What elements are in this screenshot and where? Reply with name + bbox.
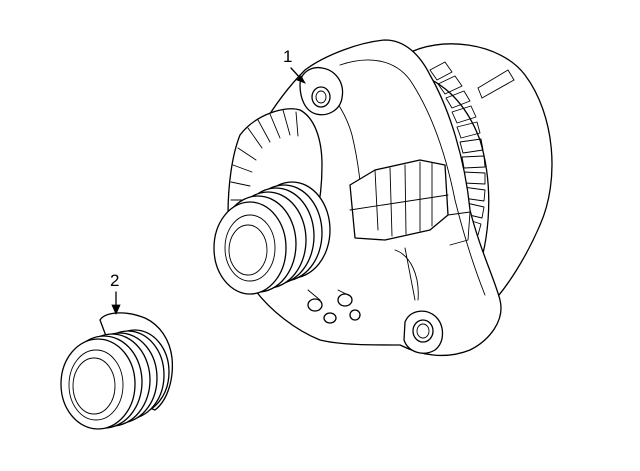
pulley-part-2 (60, 312, 174, 430)
terminal-studs (307, 289, 361, 324)
wire-bracket (394, 247, 419, 301)
alternator-pulley (213, 181, 331, 295)
callout-number-2: 2 (110, 271, 120, 290)
callout-2-leader (111, 291, 121, 315)
regulator-block (349, 159, 471, 246)
callout-number-1: 1 (283, 47, 293, 66)
bottom-mounting-hole (412, 319, 434, 343)
alternator-part-1 (213, 39, 553, 357)
rear-housing-vent-slots (477, 69, 515, 99)
top-mounting-hole (311, 86, 331, 108)
callout-1-leader (290, 67, 306, 84)
alternator-rear-housing (404, 43, 553, 306)
